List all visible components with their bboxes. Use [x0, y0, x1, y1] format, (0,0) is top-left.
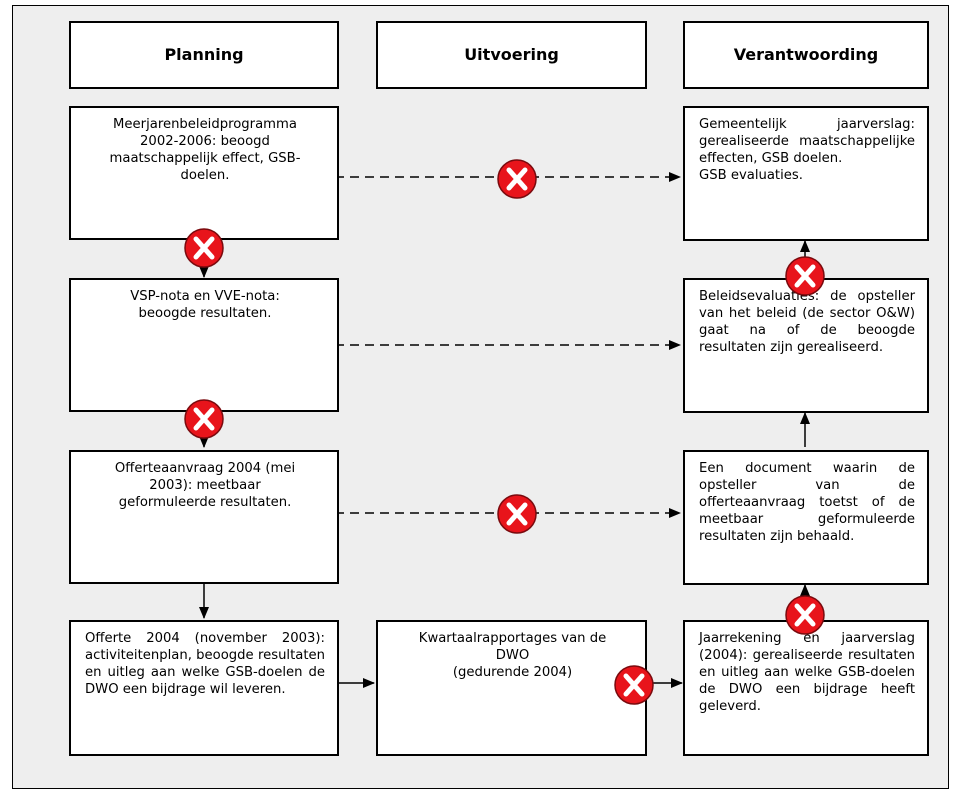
uitvoering-box-1: Kwartaalrapportages van de DWO (gedurend… [376, 620, 647, 756]
x-mark-icon [184, 228, 224, 268]
verantwoording-box-4: Jaarrekening en jaarverslag (2004): gere… [683, 620, 929, 756]
header-uitvoering-label: Uitvoering [464, 44, 559, 64]
header-verantwoording-label: Verantwoording [733, 44, 879, 64]
header-verantwoording: Verantwoording [683, 21, 929, 89]
x-mark-icon [497, 159, 537, 199]
header-planning-label: Planning [164, 44, 244, 64]
verantwoording-box-3: Een document waarin de opsteller van de … [683, 450, 929, 585]
planning-box-2: VSP-nota en VVE-nota: beoogde resultaten… [69, 278, 339, 412]
planning-box-4: Offerte 2004 (november 2003): activiteit… [69, 620, 339, 756]
x-mark-icon [497, 494, 537, 534]
header-planning: Planning [69, 21, 339, 89]
header-uitvoering: Uitvoering [376, 21, 647, 89]
x-mark-icon [785, 256, 825, 296]
x-mark-icon [184, 399, 224, 439]
x-mark-icon [785, 595, 825, 635]
x-mark-icon [614, 665, 654, 705]
planning-box-3: Offerteaanvraag 2004 (mei 2003): meetbaa… [69, 450, 339, 584]
verantwoording-box-2: Beleidsevaluaties: de opsteller van het … [683, 278, 929, 413]
planning-box-1: Meerjarenbeleidprogramma 2002-2006: beoo… [69, 106, 339, 240]
verantwoording-box-1: Gemeentelijk jaarverslag: gerealiseerde … [683, 106, 929, 241]
